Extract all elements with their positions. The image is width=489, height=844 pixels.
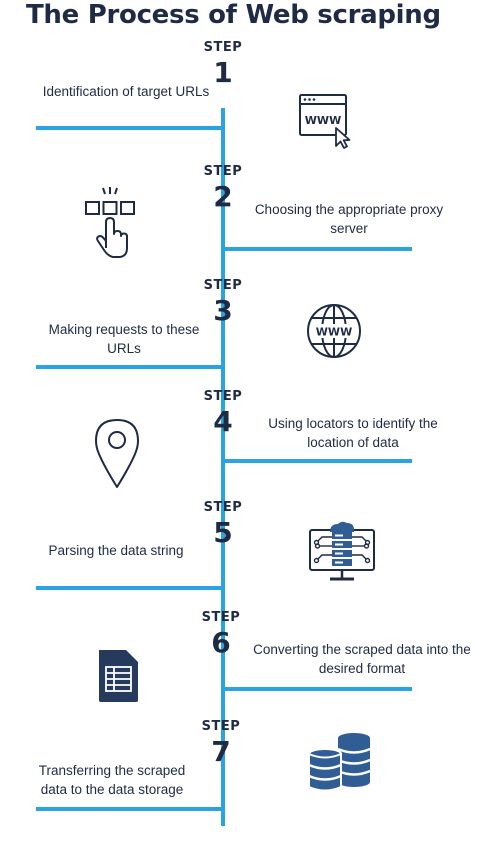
step-2-number: 2	[213, 180, 233, 213]
step-1-connector	[36, 126, 225, 130]
step-6-word: STEP	[201, 610, 241, 625]
data-server-monitor-icon	[309, 521, 375, 581]
www-globe-icon: WWW	[307, 304, 361, 358]
step-6-label: Converting the scraped data into the des…	[253, 642, 471, 676]
step-2-connector	[221, 247, 412, 251]
step-5-connector	[36, 586, 225, 590]
step-6-connector	[221, 687, 412, 691]
step-6-number: 6	[211, 626, 231, 659]
timeline-spine	[221, 108, 225, 826]
step-7-label: Transferring the scraped data to the dat…	[38, 763, 186, 797]
step-1-number: 1	[213, 56, 233, 89]
step-2-label: Choosing the appropriate proxy server	[254, 202, 444, 236]
page-title: The Process of Web scraping	[26, 0, 441, 30]
www-browser-cursor-icon: WWW	[299, 94, 351, 149]
step-5-label: Parsing the data string	[48, 543, 184, 558]
step-1-word: STEP	[203, 40, 243, 55]
location-pin-icon	[95, 419, 139, 488]
spreadsheet-file-icon	[99, 650, 138, 702]
svg-text:WWW: WWW	[316, 326, 352, 339]
step-7-connector	[36, 807, 225, 811]
svg-text:WWW: WWW	[305, 114, 341, 127]
step-4-label: Using locators to identify the location …	[268, 416, 438, 450]
step-3-label: Making requests to these URLs	[48, 322, 200, 356]
hand-click-icon	[85, 187, 135, 258]
step-4-word: STEP	[203, 389, 243, 404]
step-4-connector	[221, 459, 412, 463]
step-5-word: STEP	[203, 500, 243, 515]
step-5-number: 5	[213, 516, 233, 549]
step-1-label: Identification of target URLs	[42, 84, 210, 99]
step-7-number: 7	[211, 735, 231, 768]
step-3-word: STEP	[203, 278, 243, 293]
database-storage-icon	[308, 733, 371, 792]
step-4-number: 4	[213, 405, 233, 438]
step-7-word: STEP	[201, 719, 241, 734]
step-3-number: 3	[213, 294, 233, 327]
step-3-connector	[36, 365, 225, 369]
step-2-word: STEP	[203, 164, 243, 179]
